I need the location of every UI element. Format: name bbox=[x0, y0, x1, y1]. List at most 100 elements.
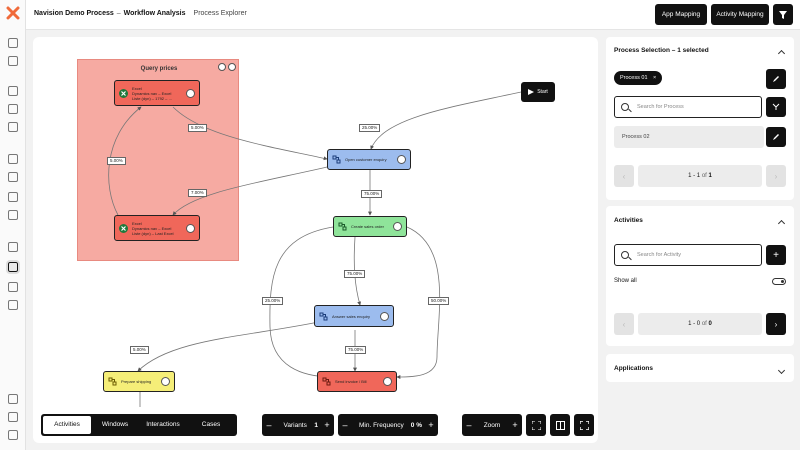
next-page-button[interactable]: › bbox=[766, 313, 786, 335]
min-frequency-increment-button[interactable]: + bbox=[428, 420, 434, 430]
process-graph-canvas[interactable]: Query prices Excel Dynamics nav – bbox=[33, 37, 598, 443]
monitor-icon[interactable] bbox=[8, 242, 18, 252]
info-icon[interactable] bbox=[8, 412, 18, 422]
collapse-chevron-icon[interactable] bbox=[777, 49, 786, 58]
settings-icon[interactable] bbox=[8, 282, 18, 292]
document-icon[interactable] bbox=[8, 154, 18, 164]
play-icon bbox=[528, 89, 535, 95]
zoom-label: Zoom bbox=[483, 421, 501, 429]
activity-mapping-button[interactable]: Activity Mapping bbox=[711, 4, 769, 25]
next-page-button[interactable]: › bbox=[766, 165, 786, 187]
page-of: of bbox=[701, 321, 707, 327]
workflow-icon bbox=[108, 377, 117, 386]
app-mapping-button[interactable]: App Mapping bbox=[655, 4, 707, 25]
expand-chevron-icon[interactable] bbox=[777, 366, 786, 375]
page-icon[interactable] bbox=[8, 86, 18, 96]
zoom-in-button[interactable]: + bbox=[512, 420, 518, 430]
start-node[interactable]: Start bbox=[521, 82, 555, 102]
tab-cases[interactable]: Cases bbox=[201, 421, 221, 428]
collapse-chevron-icon[interactable] bbox=[777, 219, 786, 228]
variants-increment-button[interactable]: + bbox=[324, 420, 330, 430]
node-label: Create sales order bbox=[351, 224, 384, 229]
chip-remove-icon[interactable]: × bbox=[653, 75, 657, 81]
tab-windows[interactable]: Windows bbox=[101, 421, 129, 428]
node-text: Excel Dynamics nav – Excel Liste (dyn) –… bbox=[132, 86, 183, 101]
edge-label: 25.00% bbox=[359, 124, 381, 132]
answer-sales-enquiry-node[interactable]: Answer sales enquiry bbox=[314, 305, 394, 327]
grid-icon[interactable] bbox=[8, 38, 18, 48]
tab-activities[interactable]: Activities bbox=[43, 416, 91, 434]
create-sales-order-node[interactable]: Create sales order bbox=[333, 216, 407, 237]
process-page-info: 1 - 1 of 1 bbox=[638, 165, 762, 187]
fullscreen-button[interactable] bbox=[574, 414, 594, 436]
process-filter-button[interactable] bbox=[766, 97, 786, 117]
edit-selection-button[interactable] bbox=[766, 69, 786, 89]
prepare-shipping-node[interactable]: Prepare shipping bbox=[103, 371, 175, 392]
report-icon[interactable] bbox=[8, 300, 18, 310]
node-label: Send invoice / Bill bbox=[335, 379, 367, 384]
layout-button[interactable] bbox=[550, 414, 570, 436]
breadcrumb-project[interactable]: Navision Demo Process bbox=[34, 10, 114, 17]
selected-process-chip[interactable]: Process 01 × bbox=[614, 71, 663, 85]
node-frequency-indicator bbox=[161, 377, 170, 386]
tab-interactions[interactable]: Interactions bbox=[146, 421, 180, 428]
edit-process-button[interactable] bbox=[766, 127, 786, 147]
zoom-control: – Zoom + bbox=[462, 414, 522, 436]
open-customer-enquiry-node[interactable]: Open customer enquiry bbox=[327, 149, 411, 170]
page-range: 1 - 1 bbox=[688, 173, 701, 179]
process-search-input[interactable]: Search for Process bbox=[614, 96, 762, 118]
workflow-icon bbox=[319, 312, 328, 320]
show-all-toggle[interactable] bbox=[772, 278, 786, 285]
folder-icon[interactable] bbox=[8, 56, 18, 66]
breadcrumb-section[interactable]: Workflow Analysis bbox=[123, 10, 186, 17]
prev-page-button[interactable]: ‹ bbox=[614, 165, 634, 187]
min-frequency-decrement-button[interactable]: – bbox=[342, 420, 348, 430]
fullscreen-icon bbox=[579, 420, 589, 430]
min-frequency-value: 0 % bbox=[410, 421, 422, 429]
brand-logo-icon[interactable] bbox=[6, 6, 20, 20]
node-frequency-indicator bbox=[393, 222, 402, 231]
variants-label: Variants bbox=[283, 421, 307, 429]
process-pager: ‹ 1 - 1 of 1 › bbox=[614, 165, 786, 187]
edge-label: 75.00% bbox=[361, 190, 383, 198]
node-text: Excel Dynamics nav – Excel Liste (dyn) –… bbox=[132, 221, 183, 236]
workflow-icon bbox=[332, 155, 341, 164]
help-icon[interactable] bbox=[8, 394, 18, 404]
node-label: Prepare shipping bbox=[121, 379, 152, 384]
activity-search-input[interactable]: Search for Activity bbox=[614, 244, 762, 266]
left-nav-rail bbox=[0, 0, 26, 450]
edge-label: 7.00% bbox=[188, 189, 207, 197]
node-label: Open customer enquiry bbox=[345, 157, 387, 162]
node-frequency-indicator bbox=[383, 377, 392, 386]
layout-icon bbox=[555, 420, 565, 430]
query-prices-top-node[interactable]: Excel Dynamics nav – Excel Liste (dyn) –… bbox=[114, 80, 200, 106]
group-expand-icon[interactable] bbox=[218, 63, 226, 71]
group-close-icon[interactable] bbox=[228, 63, 236, 71]
location-icon[interactable] bbox=[8, 122, 18, 132]
chip-label: Process 01 bbox=[620, 75, 648, 81]
star-icon[interactable] bbox=[8, 104, 18, 114]
add-activity-button[interactable]: + bbox=[766, 245, 786, 265]
pencil-icon bbox=[773, 76, 779, 82]
activities-title: Activities bbox=[614, 217, 643, 224]
prev-page-button[interactable]: ‹ bbox=[614, 313, 634, 335]
process-explorer-icon[interactable] bbox=[6, 260, 20, 274]
logout-icon[interactable] bbox=[8, 430, 18, 440]
bar-chart-icon[interactable] bbox=[8, 192, 18, 202]
process-selection-title: Process Selection – 1 selected bbox=[614, 47, 709, 54]
filter-button[interactable] bbox=[773, 4, 793, 25]
tag-icon[interactable] bbox=[8, 210, 18, 220]
group-title: Query prices bbox=[140, 66, 178, 72]
chat-icon[interactable] bbox=[8, 172, 18, 182]
edge-label: 5.00% bbox=[107, 157, 126, 165]
fit-view-button[interactable] bbox=[526, 414, 546, 436]
excel-icon bbox=[119, 223, 128, 233]
zoom-out-button[interactable]: – bbox=[466, 420, 472, 430]
send-invoice-node[interactable]: Send invoice / Bill bbox=[317, 371, 397, 392]
edge-label: 75.00% bbox=[344, 270, 366, 278]
query-prices-bottom-node[interactable]: Excel Dynamics nav – Excel Liste (dyn) –… bbox=[114, 215, 200, 241]
variants-decrement-button[interactable]: – bbox=[266, 420, 272, 430]
process-list-item[interactable]: Process 02 bbox=[614, 126, 764, 148]
